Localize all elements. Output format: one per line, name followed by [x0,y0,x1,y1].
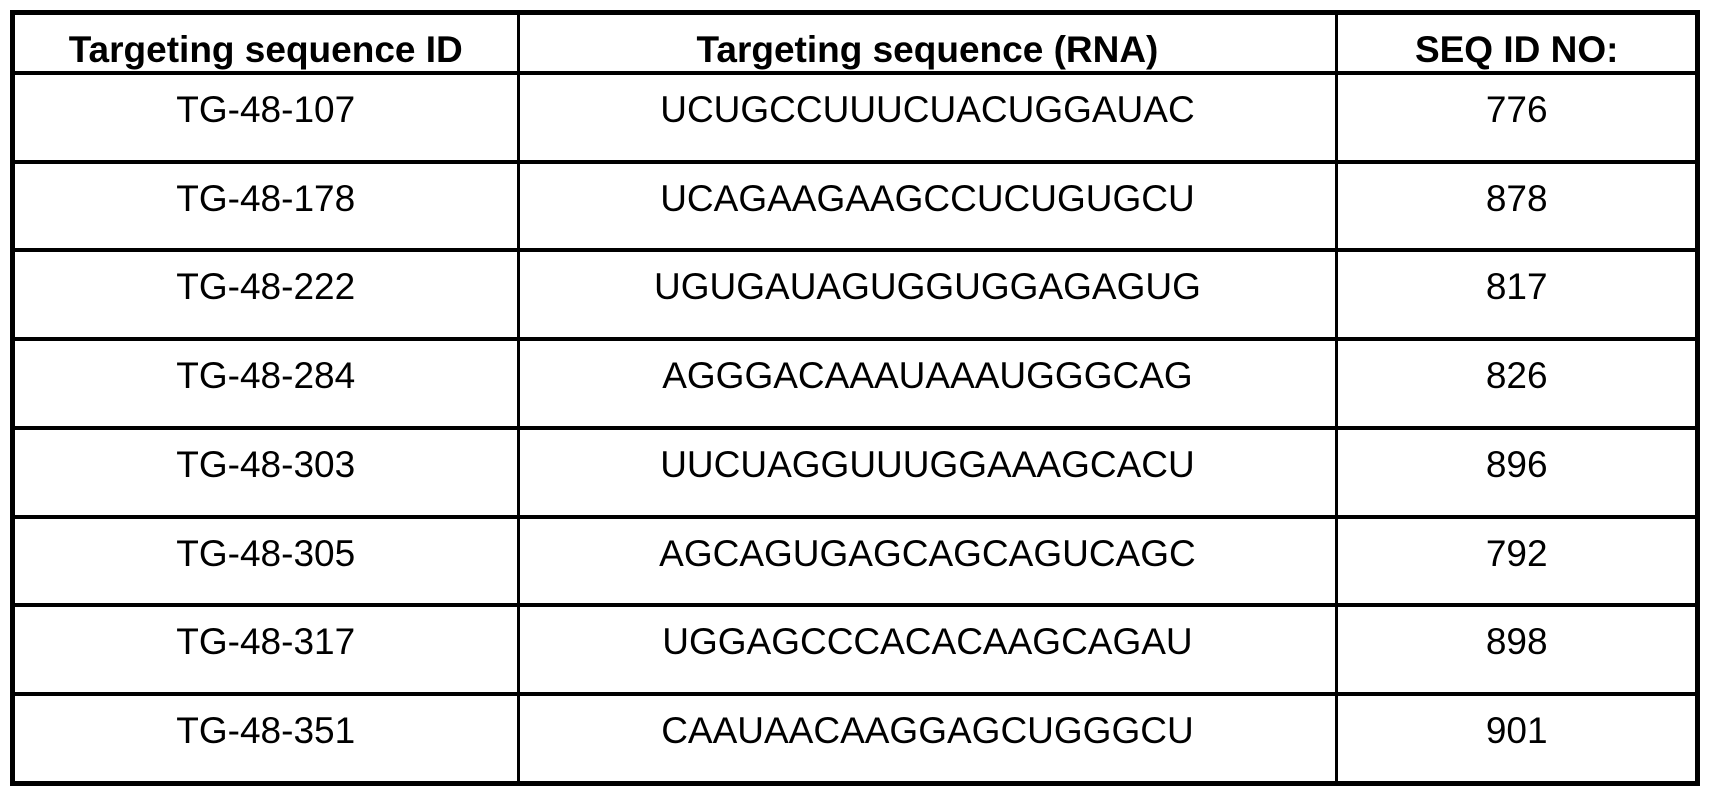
cell-targeting-sequence-rna: CAAUAACAAGGAGCUGGGCU [516,692,1339,786]
table-row: TG-48-178 UCAGAAGAAGCCUCUGUGCU 878 [11,159,1699,253]
table-row: TG-48-284 AGGGACAAAUAAAUGGGCAG 826 [11,337,1699,430]
table-row: TG-48-305 AGCAGUGAGCAGCAGUCAGC 792 [11,514,1699,608]
targeting-sequence-table: Targeting sequence ID Targeting sequence… [10,10,1700,786]
cell-targeting-sequence-rna: UUCUAGGUUUGGAAAGCACU [516,425,1339,519]
cell-targeting-sequence-id: TG-48-303 [11,425,520,519]
cell-targeting-sequence-id: TG-48-305 [11,514,520,608]
cell-targeting-sequence-rna: UCAGAAGAAGCCUCUGUGCU [516,159,1339,253]
cell-seq-id-no: 776 [1335,71,1699,164]
cell-seq-id-no: 878 [1335,159,1699,253]
cell-targeting-sequence-id: TG-48-351 [11,692,520,786]
column-header-targeting-sequence-rna: Targeting sequence (RNA) [516,10,1339,75]
cell-seq-id-no: 898 [1335,603,1699,697]
table-row: TG-48-222 UGUGAUAGUGGUGGAGAGUG 817 [11,248,1699,342]
cell-targeting-sequence-id: TG-48-178 [11,159,520,253]
cell-targeting-sequence-id: TG-48-107 [11,71,520,164]
table-row: TG-48-107 UCUGCCUUUCUACUGGAUAC 776 [11,71,1699,164]
cell-seq-id-no: 896 [1335,425,1699,519]
cell-targeting-sequence-id: TG-48-222 [11,248,520,342]
cell-targeting-sequence-rna: UGUGAUAGUGGUGGAGAGUG [516,248,1339,342]
cell-targeting-sequence-rna: AGGGACAAAUAAAUGGGCAG [516,337,1339,430]
column-header-targeting-sequence-id: Targeting sequence ID [11,10,520,75]
table-row: TG-48-303 UUCUAGGUUUGGAAAGCACU 896 [11,425,1699,519]
table-row: TG-48-317 UGGAGCCCACACAAGCAGAU 898 [11,603,1699,697]
cell-targeting-sequence-rna: UGGAGCCCACACAAGCAGAU [516,603,1339,697]
cell-seq-id-no: 792 [1335,514,1699,608]
cell-seq-id-no: 901 [1335,692,1699,786]
cell-seq-id-no: 826 [1335,337,1699,430]
cell-targeting-sequence-rna: AGCAGUGAGCAGCAGUCAGC [516,514,1339,608]
column-header-seq-id-no: SEQ ID NO: [1335,10,1699,75]
cell-seq-id-no: 817 [1335,248,1699,342]
table-header-row: Targeting sequence ID Targeting sequence… [11,10,1699,75]
cell-targeting-sequence-id: TG-48-284 [11,337,520,430]
table-row: TG-48-351 CAAUAACAAGGAGCUGGGCU 901 [11,692,1699,786]
cell-targeting-sequence-id: TG-48-317 [11,603,520,697]
cell-targeting-sequence-rna: UCUGCCUUUCUACUGGAUAC [516,71,1339,164]
